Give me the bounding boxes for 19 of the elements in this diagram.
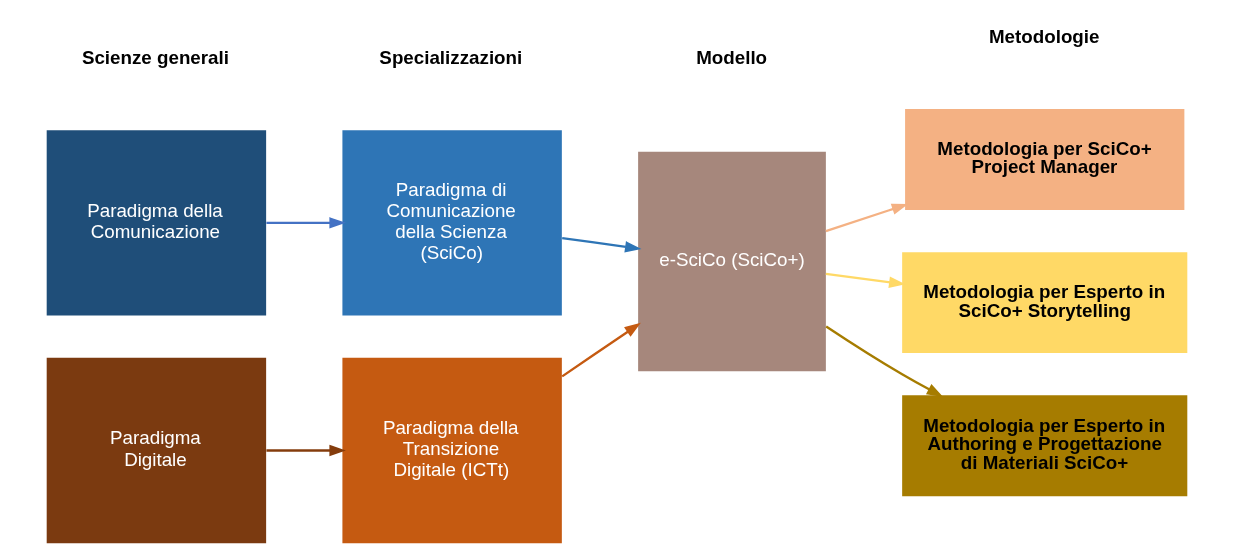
label: Modello (695, 47, 767, 69)
node-box: Paradigma della Comunicazione (46, 130, 266, 316)
node-box: Metodologia per SciCo+ Project Manager (904, 109, 1184, 210)
node-box: e-SciCo (SciCo+) (637, 151, 826, 372)
arrow (265, 217, 346, 229)
arrow (825, 325, 943, 397)
node-box: Paradigma Digitale (46, 357, 266, 544)
node-box: Metodologia per Esperto in Authoring e Progettazione di Materiali SciCo+ (901, 395, 1187, 497)
node-box: Paradigma di Comunicazione della Scienza (SciCo) (341, 130, 562, 316)
label: Metodologie (988, 26, 1099, 48)
node-box: Metodologia per Esperto in SciCo+ Storytelling (901, 252, 1187, 354)
arrow (561, 236, 641, 253)
arrow (825, 203, 908, 233)
node-box: Paradigma della Transizione Digitale (ICTt) (341, 357, 562, 544)
label: Specializzazioni (378, 47, 522, 69)
label: Scienze generali (81, 47, 229, 69)
arrow (561, 322, 641, 378)
arrow (825, 272, 905, 288)
arrow (265, 444, 346, 457)
